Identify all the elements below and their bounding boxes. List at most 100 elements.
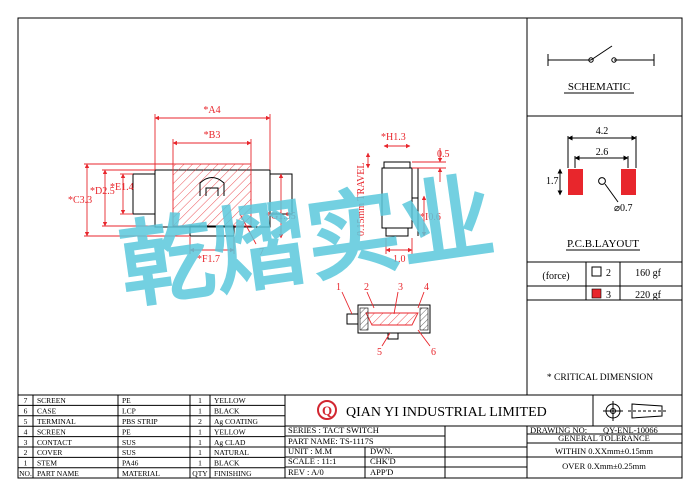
bom-cell-no: 3 xyxy=(24,438,28,447)
bom-header-finish: FINISHING xyxy=(214,469,252,478)
schematic-contact-right xyxy=(611,57,617,63)
bom-cell-part: SCREEN xyxy=(37,427,66,436)
side-view: *H1.3 0.5 *I0.6 0.15mm TRAVEL 1.0 xyxy=(356,132,450,265)
dim-g: *G1.95 xyxy=(266,211,296,222)
tolerance-over: OVER 0.Xmm±0.25mm xyxy=(562,461,646,471)
appd: APP'D xyxy=(370,467,393,477)
bom-cell-finish: Ag COATING xyxy=(214,417,259,426)
schematic-contact-left xyxy=(588,57,594,63)
pcb-pad-right xyxy=(621,169,636,195)
section-callout-4: 4 xyxy=(424,282,429,293)
bom-cell-finish: YELLOW xyxy=(214,427,247,436)
bom-cell-part: COVER xyxy=(37,448,62,457)
section-callout-3: 3 xyxy=(398,282,403,293)
bom-header-part: PART NAME xyxy=(37,469,79,478)
front-view-base xyxy=(189,225,235,237)
force-option-3-value: 220 gf xyxy=(635,290,662,301)
pcb-dim-pitch: 2.6 xyxy=(596,147,609,158)
bom-cell-material: PE xyxy=(122,396,131,405)
drawing-no: QY-ENL-10066 xyxy=(603,425,658,435)
force-option-2-code: 2 xyxy=(606,268,611,279)
front-callout-7: 7 xyxy=(259,247,264,258)
bom-cell-material: PA46 xyxy=(122,459,139,468)
series: SERIES : TACT SWITCH xyxy=(288,425,379,435)
pcb-layout-label: P.C.B.LAYOUT xyxy=(567,238,639,250)
bom-cell-qty: 1 xyxy=(198,396,202,405)
title-block: Q QIAN YI INDUSTRIAL LIMITED SERIES : TA… xyxy=(285,395,682,478)
bom-cell-qty: 1 xyxy=(198,427,202,436)
dim-a: *A4 xyxy=(203,105,220,116)
dim-b: *B3 xyxy=(204,130,221,141)
bom-cell-finish: NATURAL xyxy=(214,448,249,457)
company-logo-letter: Q xyxy=(322,403,332,418)
bom-cell-no: 6 xyxy=(24,407,28,416)
section-inner xyxy=(365,312,419,326)
pcb-dim-height: 1.7 xyxy=(546,176,559,187)
force-option-3-code: 3 xyxy=(606,290,611,301)
bom-cell-part: TERMINAL xyxy=(37,417,76,426)
drawing-no-label: DRAWING NO: xyxy=(530,425,587,435)
bom-header-material: MATERIAL xyxy=(122,469,160,478)
pcb-hole xyxy=(598,177,606,185)
bom-cell-no: 4 xyxy=(24,427,28,436)
side-view-stem xyxy=(383,161,411,169)
dim-i: *I0.6 xyxy=(420,212,441,223)
bom-cell-qty: 1 xyxy=(198,407,202,416)
dim-f: *F1.7 xyxy=(197,254,220,265)
scale: SCALE : 11:1 xyxy=(288,456,336,466)
bom-cell-part: CONTACT xyxy=(37,438,72,447)
dim-top: 0.5 xyxy=(437,149,450,160)
force-option-2-box xyxy=(591,266,602,277)
force-label: (force) xyxy=(542,271,569,282)
dim-e: *E1.4 xyxy=(110,182,134,193)
watermark: 乾熠实业 xyxy=(113,163,501,323)
bom-cell-qty: 1 xyxy=(198,459,202,468)
bom-cell-part: STEM xyxy=(37,459,57,468)
company-logo xyxy=(317,400,337,420)
section-actuator xyxy=(346,313,359,325)
force-table: (force) 2 160 gf 3 220 gf * CRITICAL DIM… xyxy=(527,262,682,383)
part-name: PART NAME: TS-1117S xyxy=(288,436,374,446)
dim-d: *D2.5 xyxy=(90,186,115,197)
bom-cell-no: 7 xyxy=(24,396,28,405)
section-view: 1 2 3 4 5 6 xyxy=(336,282,436,358)
bom-cell-no: 5 xyxy=(24,417,28,426)
force-option-2-value: 160 gf xyxy=(635,268,662,279)
dim-c: *C3.3 xyxy=(68,195,92,206)
section-callout-5: 5 xyxy=(377,347,382,358)
bom-cell-no: 2 xyxy=(24,448,28,457)
section-callout-6: 6 xyxy=(431,347,436,358)
bom-cell-qty: 1 xyxy=(198,438,202,447)
front-view-stem xyxy=(199,177,225,196)
bom-cell-finish: BLACK xyxy=(214,407,240,416)
bom-cell-part: CASE xyxy=(37,407,57,416)
bom-cell-material: SUS xyxy=(122,448,136,457)
bom-cell-finish: YELLOW xyxy=(214,396,247,405)
pcb-pad-left xyxy=(568,169,583,195)
bom-cell-part: SCREEN xyxy=(37,396,66,405)
bom-cell-finish: BLACK xyxy=(214,459,240,468)
bom-cell-qty: 1 xyxy=(198,448,202,457)
dim-h: *H1.3 xyxy=(381,132,406,143)
projection-symbol-cone xyxy=(631,403,663,419)
sheet-border xyxy=(17,17,683,479)
front-view: *A4 *B3 *C3.3 *D2.5 *E1.4 *F1.7 *G1.95 7 xyxy=(68,105,296,265)
schematic-panel: SCHEMATIC xyxy=(527,45,682,117)
schematic-label: SCHEMATIC xyxy=(568,81,630,93)
dwn: DWN. xyxy=(370,446,392,456)
side-view-base xyxy=(385,227,409,237)
pcb-dim-hole: ⌀0.7 xyxy=(614,203,633,214)
dim-bottom: 1.0 xyxy=(393,254,406,265)
pcb-dim-width: 4.2 xyxy=(596,126,609,137)
bom-cell-material: LCP xyxy=(122,407,136,416)
bom-cell-no: 1 xyxy=(24,459,28,468)
pcb-layout-panel: 4.2 2.6 1.7 ⌀0.7 P.C.B.LAYOUT xyxy=(527,126,682,263)
bom-cell-material: SUS xyxy=(122,438,136,447)
tolerance-within: WITHIN 0.XXmm±0.15mm xyxy=(555,446,653,456)
tolerance-title: GENERAL TOLERANCE xyxy=(558,433,650,443)
schematic-switch-blade xyxy=(590,45,613,61)
unit: UNIT : M.M xyxy=(288,446,332,456)
